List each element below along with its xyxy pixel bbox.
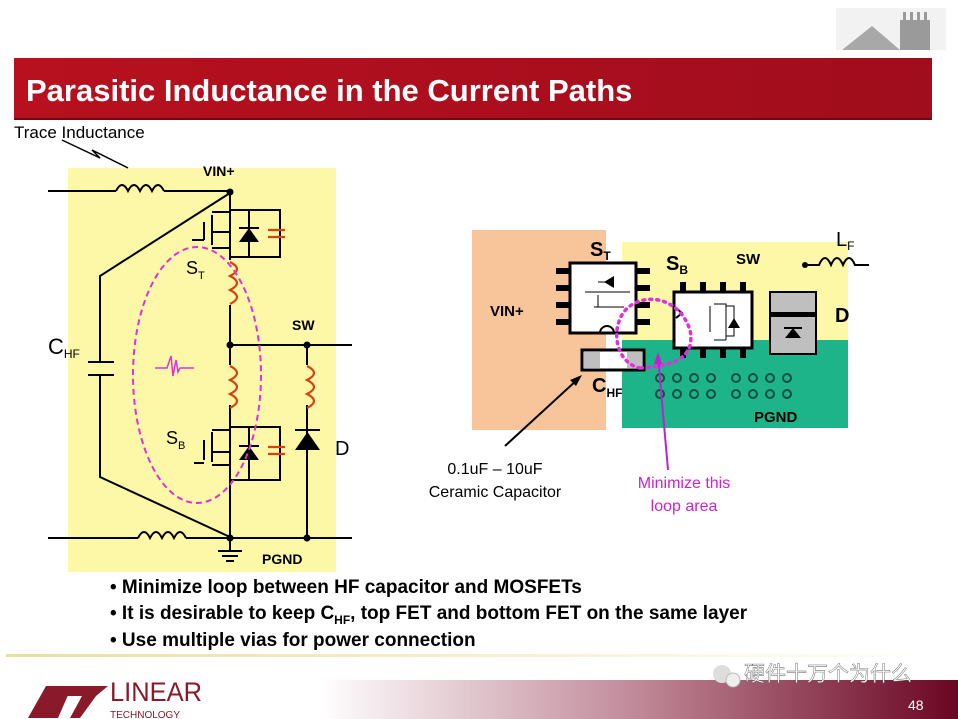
trace-inductance-label: Trace Inductance [14,123,145,142]
bullet-1: • Minimize loop between HF capacitor and… [110,577,582,598]
chf-capacitor [580,348,646,372]
st-chip [556,261,650,335]
layout-lf-label: LF [836,229,854,253]
logo-subtext: TECHNOLOGY [110,710,180,719]
pointer-zigzag [61,139,129,169]
sw-inductor [304,365,316,409]
footer-band [160,680,958,719]
watermark-text: 硬件十万个为什么 [744,663,912,686]
st-label: ST [186,258,205,282]
layout-pgnd-label: PGND [754,409,798,426]
layout-current-loop [615,297,693,370]
bullet-2: • It is desirable to keep CHF, top FET a… [110,603,748,627]
layout-sw-label: SW [736,251,761,268]
capacitor-note-line1: 0.1uF – 10uF [447,461,542,478]
loop-note-line1: Minimize this [638,475,730,492]
layout-chf-label: CHF [592,375,622,400]
bullet-list: • Minimize loop between HF capacitor and… [110,577,748,651]
layout-sb-label: SB [666,253,688,277]
loop-note-line2: loop area [651,498,718,515]
trace-inductor-top [115,184,165,194]
bullet-3: • Use multiple vias for power connection [110,630,476,651]
schematic-background [68,168,336,572]
noise-waveform-icon [155,355,194,377]
watermark: 硬件十万个为什么 [713,663,912,688]
top-fet-diode [239,228,259,242]
bottom-fet-diode [239,446,259,460]
capacitor-arrow [504,378,579,447]
lf-inductor [805,257,869,268]
capacitor-note-line2: Ceramic Capacitor [429,484,562,501]
loop-arrow [657,355,669,471]
slide-title: Parasitic Inductance in the Current Path… [26,73,632,108]
chf-label: CHF [48,334,80,361]
vias [655,373,792,399]
trace-inductor-bottom [137,531,187,541]
corner-chip-image [836,8,946,50]
pgnd-label: PGND [262,551,302,567]
sw-label: SW [292,317,315,333]
current-loop [132,246,262,504]
logo-wordmark: LINEAR [110,677,202,707]
parasitic-inductor-top [227,261,239,305]
sb-chip [672,282,754,358]
layout-d-label: D [835,305,849,327]
pcb-layout: VIN+ SW PGND D ST SB LF CHF [429,229,869,515]
d-label: D [335,438,349,460]
d-package [769,291,817,355]
layout-st-label: ST [590,239,611,263]
title-bar [14,58,932,118]
schottky-diode-d [295,432,320,450]
page-number: 48 [908,697,924,713]
layout-vin-label: VIN+ [490,303,524,320]
parasitic-elements [227,228,316,456]
vin-label: VIN+ [203,163,235,179]
schematic: Trace Inductance [14,123,352,572]
linear-logo: LINEAR TECHNOLOGY [28,677,202,719]
parasitic-inductor-bottom [227,365,239,409]
bottom-divider [6,654,952,657]
sb-label: SB [166,428,185,452]
